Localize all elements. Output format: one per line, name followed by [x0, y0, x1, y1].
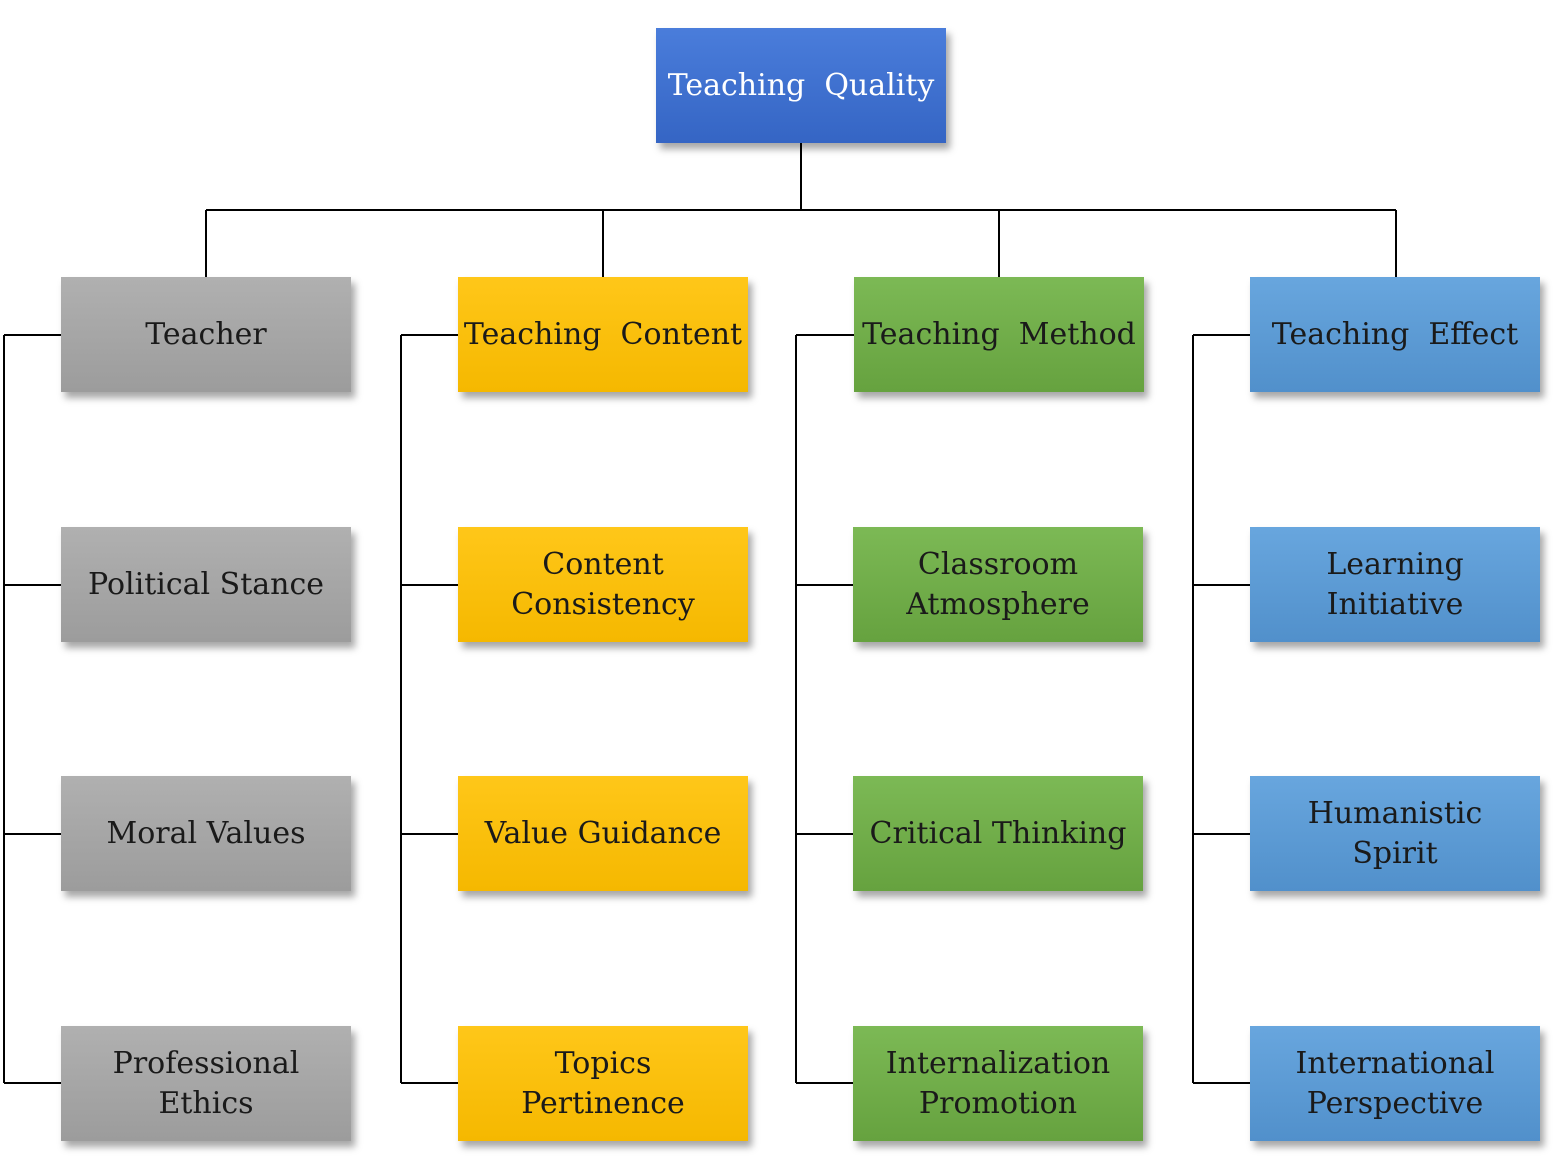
item-international-perspective: International Perspective [1250, 1026, 1540, 1141]
item-label: Value Guidance [484, 815, 722, 851]
item-classroom-atmosphere: Classroom Atmosphere [853, 527, 1143, 642]
item-content-consistency: Content Consistency [458, 527, 748, 642]
item-value-guidance: Value Guidance [458, 776, 748, 891]
item-internalization-promotion: Internalization Promotion [853, 1026, 1143, 1141]
category-teaching-content: Teaching Content [458, 277, 748, 392]
item-humanistic-spirit: Humanistic Spirit [1250, 776, 1540, 891]
item-professional-ethics: Professional Ethics [61, 1026, 351, 1141]
item-label: Humanistic Spirit [1307, 795, 1483, 871]
category-label: Teaching Content [463, 316, 743, 352]
item-label: Internalization Promotion [885, 1045, 1111, 1121]
item-learning-initiative: Learning Initiative [1250, 527, 1540, 642]
item-label: Content Consistency [511, 546, 695, 622]
root-node: Teaching Quality [656, 28, 946, 143]
item-label: Topics Pertinence [521, 1045, 685, 1121]
item-label: Learning Initiative [1326, 546, 1464, 622]
category-teacher: Teacher [61, 277, 351, 392]
category-label: Teacher [145, 316, 267, 352]
root-node-label: Teaching Quality [667, 67, 935, 103]
item-label: Classroom Atmosphere [906, 546, 1090, 622]
item-label: Political Stance [87, 566, 325, 602]
item-topics-pertinence: Topics Pertinence [458, 1026, 748, 1141]
item-label: International Perspective [1295, 1045, 1495, 1121]
category-label: Teaching Effect [1271, 316, 1519, 352]
category-teaching-effect: Teaching Effect [1250, 277, 1540, 392]
item-moral-values: Moral Values [61, 776, 351, 891]
item-critical-thinking: Critical Thinking [853, 776, 1143, 891]
category-teaching-method: Teaching Method [854, 277, 1144, 392]
item-label: Professional Ethics [112, 1045, 300, 1121]
item-label: Moral Values [106, 815, 306, 851]
item-label: Critical Thinking [869, 815, 1127, 851]
item-political-stance: Political Stance [61, 527, 351, 642]
category-label: Teaching Method [862, 316, 1136, 352]
